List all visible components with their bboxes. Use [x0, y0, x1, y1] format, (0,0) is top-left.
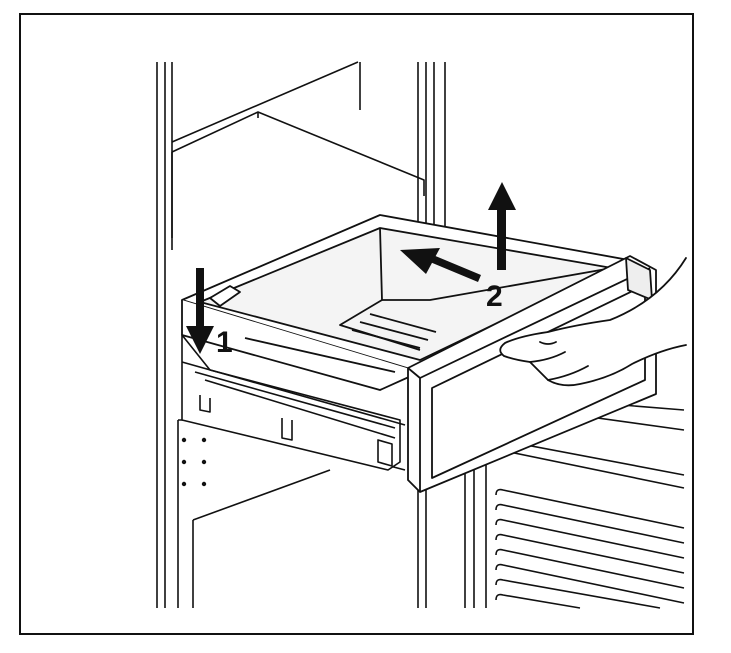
top-shelf-front-edge: [171, 111, 425, 196]
hand: [499, 257, 687, 387]
rail-clip-mid: [281, 418, 293, 441]
arrow-step-2-up: [488, 182, 516, 270]
arrow-step-1-head: [186, 326, 214, 354]
drawer-guide-rail: [181, 334, 406, 471]
hand-outline: [499, 257, 687, 387]
arrow-step-2-up-head: [488, 182, 516, 210]
arrow-step-2-back: [400, 248, 481, 282]
top-shelf-back-edge: [171, 61, 359, 143]
vent-holes: [181, 437, 207, 487]
drawer-front-panel: [407, 255, 657, 493]
lower-drawer-slots: [495, 488, 685, 609]
arrow-step-1: [186, 268, 214, 354]
step-label-1: 1: [216, 326, 233, 359]
step-label-2: 2: [486, 280, 503, 313]
rail-clip-left: [199, 395, 211, 413]
freezer-basket: [181, 214, 641, 391]
rail-clip-right: [377, 439, 393, 467]
arrow-step-2-back-head: [400, 248, 440, 274]
basket-side-wall: [181, 300, 421, 391]
